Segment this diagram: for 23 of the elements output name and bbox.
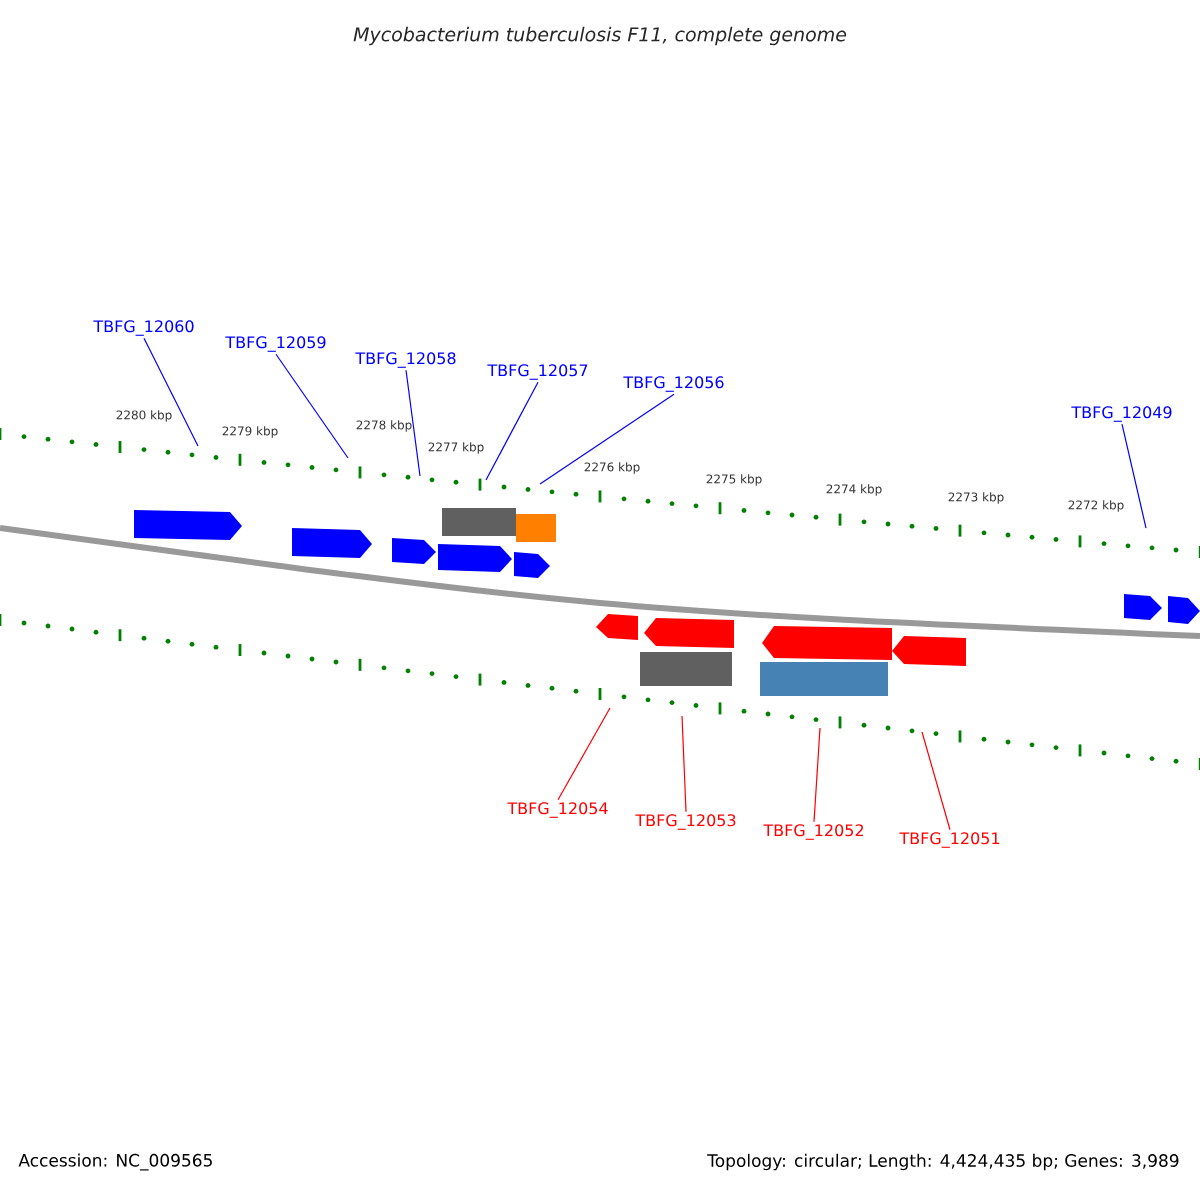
leader-line [681, 715, 687, 813]
gene-label: TBFG_12051 [899, 832, 1000, 848]
leader-line [557, 707, 611, 801]
gene-label: TBFG_12060 [93, 320, 194, 336]
genome-stats-text: Topology: circular; Length: 4,424,435 bp; Genes: 3,989 [707, 1153, 1179, 1171]
gene-label: TBFG_12059 [225, 336, 326, 352]
leader-line [539, 393, 675, 485]
leader-line [275, 353, 349, 459]
leader-line [485, 381, 539, 481]
leader-line [921, 731, 951, 831]
gene-label: TBFG_12057 [487, 364, 588, 380]
leader-line [143, 337, 199, 447]
title: Mycobacterium tuberculosis F11, complete genome [353, 26, 847, 46]
leader-line [813, 727, 821, 823]
gene-label: TBFG_12053 [635, 814, 736, 830]
gene-label: TBFG_12049 [1071, 406, 1172, 422]
gene-label: TBFG_12054 [507, 802, 608, 818]
gene-label: TBFG_12056 [623, 376, 724, 392]
gene-label: TBFG_12052 [763, 824, 863, 840]
accession-text: Accession: NC_009565 [18, 1153, 212, 1171]
leader-line [1121, 423, 1147, 529]
gene-label: TBFG_12058 [355, 352, 456, 368]
leader-line [405, 369, 421, 477]
